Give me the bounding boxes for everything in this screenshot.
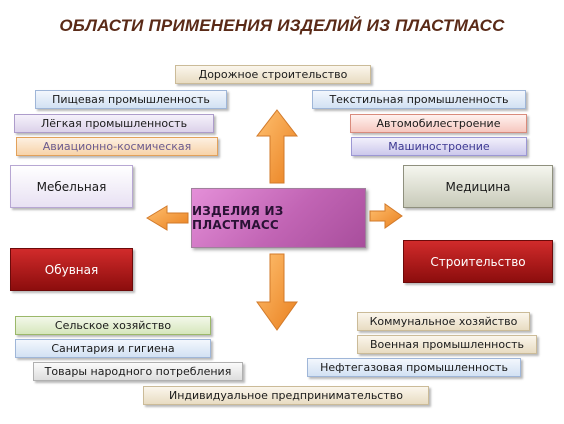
arrow-up-icon	[255, 109, 299, 184]
box-automotive: Автомобилестроение	[350, 114, 527, 133]
box-footwear: Обувная	[10, 248, 133, 291]
box-textile-industry: Текстильная промышленность	[312, 90, 526, 109]
central-node-plastic-products: ИЗДЕЛИЯ ИЗ ПЛАСТМАСС	[191, 188, 366, 248]
box-furniture: Мебельная	[10, 165, 133, 208]
box-consumer-goods: Товары народного потребления	[33, 362, 243, 381]
box-food-industry: Пищевая промышленность	[35, 90, 227, 109]
box-mechanical-engineering: Машиностроение	[351, 137, 527, 156]
arrow-left-icon	[146, 205, 189, 231]
box-individual-entrepreneurship: Индивидуальное предпринимательство	[143, 386, 429, 405]
page-title: ОБЛАСТИ ПРИМЕНЕНИЯ ИЗДЕЛИЙ ИЗ ПЛАСТМАСС	[59, 16, 505, 35]
box-road-construction: Дорожное строительство	[175, 65, 371, 84]
box-medicine: Медицина	[403, 165, 553, 208]
arrow-down-icon	[256, 253, 298, 331]
box-aerospace: Авиационно-космическая	[16, 137, 218, 156]
box-utilities: Коммунальное хозяйство	[357, 312, 530, 331]
box-oil-gas-industry: Нефтегазовая промышленность	[307, 358, 521, 377]
box-sanitation-hygiene: Санитария и гигиена	[15, 339, 211, 358]
box-agriculture: Сельское хозяйство	[15, 316, 211, 335]
box-military-industry: Военная промышленность	[357, 335, 537, 354]
arrow-right-icon	[369, 203, 403, 229]
box-light-industry: Лёгкая промышленность	[14, 114, 214, 133]
box-construction: Строительство	[403, 240, 553, 283]
